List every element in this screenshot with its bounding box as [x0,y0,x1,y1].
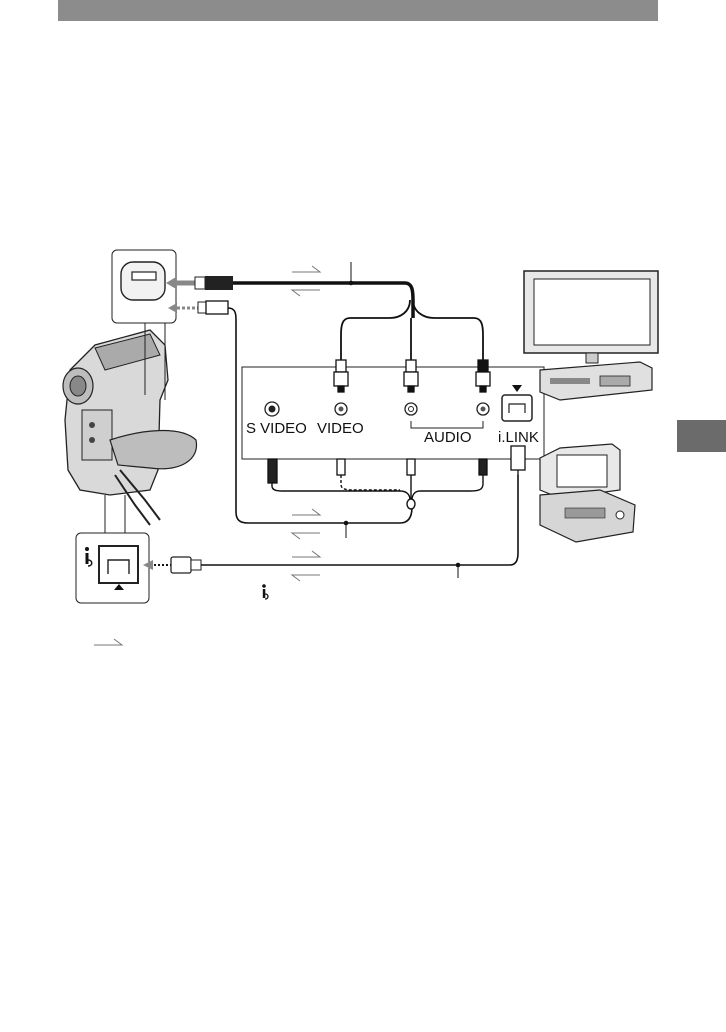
camcorder-illustration [60,330,197,525]
s-video-label: S VIDEO [246,420,307,437]
camcorder-ilink-jack-inset [76,533,149,603]
tv-illustration [524,271,658,363]
audio-label: AUDIO [424,429,472,446]
cable-bundle-bottom [272,475,483,509]
ilink-label: i.LINK [498,429,539,446]
camcorder-av-jack-inset [112,250,176,323]
vcr-illustration [540,362,652,400]
video-label: VIDEO [317,420,364,437]
i-link-icon [262,584,268,599]
av-cable-top [195,262,483,360]
portable-recorder-illustration [540,444,635,542]
